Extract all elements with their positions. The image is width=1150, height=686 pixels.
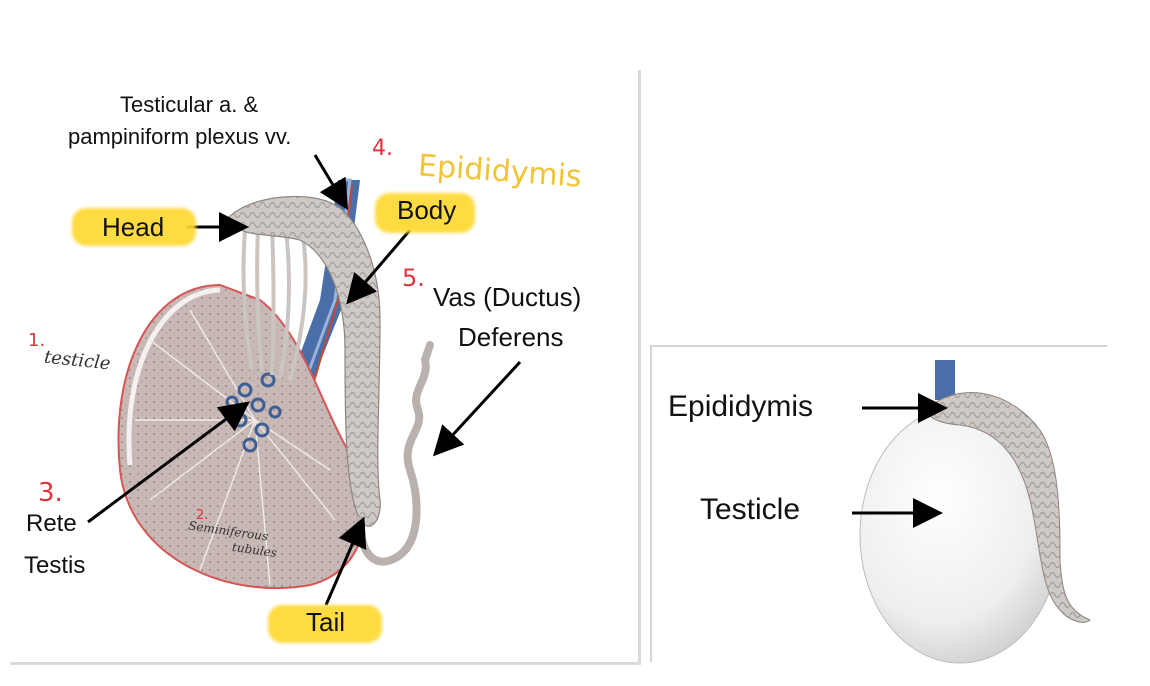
tail-highlight — [268, 605, 382, 643]
vessels-label-line2: pampiniform plexus vv. — [68, 124, 292, 149]
vas-label-line2: Deferens — [458, 322, 564, 352]
right-testicle-label: Testicle — [700, 493, 801, 526]
rete-label-line1: Rete — [26, 510, 77, 537]
vas-label-line1: Vas (Ductus) — [433, 282, 582, 312]
body-highlight — [375, 193, 475, 233]
head-label: Head — [102, 212, 165, 242]
rete-number: 3. — [38, 478, 63, 508]
right-diagram-panel — [650, 345, 1107, 662]
epididymis-number: 4. — [372, 136, 393, 161]
testis-cross-section — [117, 283, 367, 590]
body-label: Body — [397, 195, 457, 225]
vas-deferens — [356, 341, 434, 566]
tubules-number: 2. — [196, 508, 209, 523]
tail-label: Tail — [306, 607, 346, 637]
head-highlight — [72, 208, 196, 246]
testis-external — [859, 360, 1091, 664]
vas-number: 5. — [402, 264, 425, 292]
vessels-label-line1: Testicular a. & — [120, 92, 259, 117]
annotation-arrows — [87, 154, 948, 606]
testicle-number: 1. — [28, 330, 46, 351]
rete-label-line2: Testis — [24, 552, 86, 579]
right-epididymis-label: Epididymis — [668, 390, 814, 423]
